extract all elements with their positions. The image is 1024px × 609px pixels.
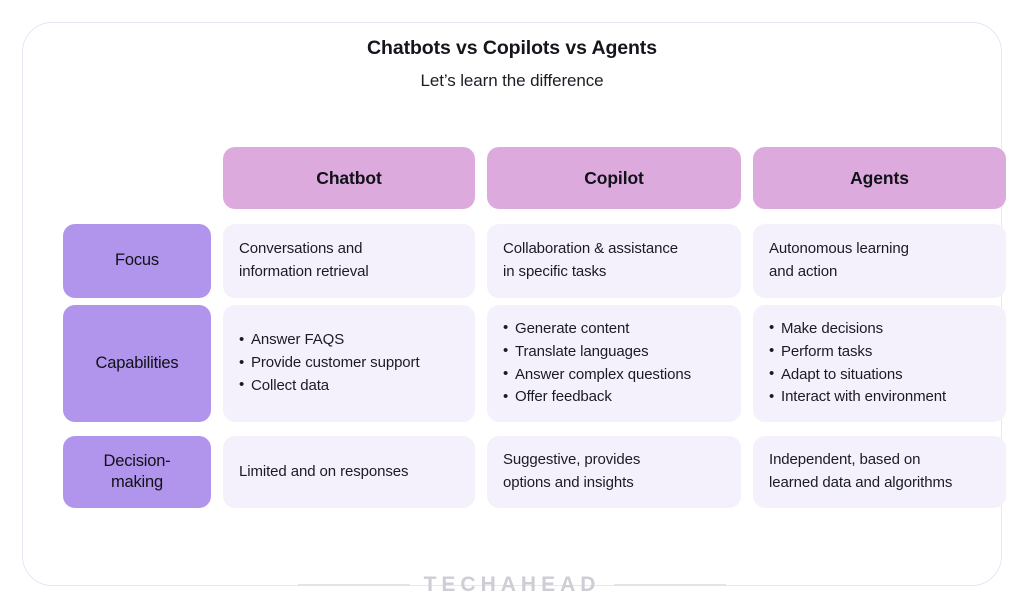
footer-rule-right <box>614 584 727 586</box>
cell-focus-chatbot: Conversations and information retrieval <box>223 224 475 298</box>
column-header-agents: Agents <box>753 147 1006 209</box>
cell-focus-copilot: Collaboration & assistance in specific ta… <box>487 224 741 298</box>
cell-text-line: Suggestive, provides <box>503 451 641 469</box>
cell-focus-agents: Autonomous learning and action <box>753 224 1006 298</box>
row-label-focus: Focus <box>63 224 211 298</box>
cell-decision-making-agents: Independent, based on learned data and al… <box>753 436 1006 508</box>
column-header-chatbot: Chatbot <box>223 147 475 209</box>
list-item: Offer feedback <box>503 386 725 409</box>
cell-decision-making-copilot: Suggestive, provides options and insights <box>487 436 741 508</box>
cell-text-line: Limited and on responses <box>239 462 409 480</box>
row-label-text: Focus <box>115 251 159 270</box>
list-item: Interact with environment <box>769 386 990 409</box>
list-item: Answer complex questions <box>503 363 725 387</box>
cell-text-line: in specific tasks <box>503 263 607 280</box>
list-item: Make decisions <box>769 317 990 341</box>
list-item: Collect data <box>239 374 459 398</box>
list-item: Generate content <box>503 317 725 341</box>
page-subtitle: Let’s learn the difference <box>420 71 604 90</box>
capability-list: Make decisionsPerform tasksAdapt to situ… <box>769 317 990 409</box>
row-label-text: Decision-making <box>103 451 171 491</box>
cell-text-line: Conversations and <box>239 240 363 258</box>
cell-text-line: information retrieval <box>239 263 369 280</box>
list-item: Translate languages <box>503 340 725 364</box>
row-label-decision-making: Decision-making <box>63 436 211 508</box>
row-label-text: Capabilities <box>95 353 179 372</box>
cell-capabilities-agents: Make decisionsPerform tasksAdapt to situ… <box>753 305 1006 422</box>
cell-capabilities-chatbot: Answer FAQSProvide customer supportColle… <box>223 305 475 422</box>
cell-text-line: Collaboration & assistance <box>503 240 678 258</box>
column-header-label: Copilot <box>584 167 644 188</box>
row-label-capabilities: Capabilities <box>63 305 211 422</box>
cell-text-line: and action <box>769 263 838 280</box>
footer: TECHAHEAD <box>0 573 1024 597</box>
cell-decision-making-chatbot: Limited and on responses <box>223 436 475 508</box>
cell-text-line: options and insights <box>503 474 634 491</box>
cell-text-line: Autonomous learning <box>769 240 909 258</box>
list-item: Answer FAQS <box>239 329 459 352</box>
page-title: Chatbots vs Copilots vs Agents <box>367 37 657 59</box>
cell-text-line: learned data and algorithms <box>769 474 953 491</box>
infographic-card: Chatbots vs Copilots vs Agents Let’s lea… <box>22 22 1006 586</box>
footer-rule-left <box>297 584 410 586</box>
column-header-label: Chatbot <box>316 167 382 188</box>
capability-list: Generate contentTranslate languagesAnswe… <box>503 317 725 409</box>
column-header-label: Agents <box>850 167 909 188</box>
cell-text-line: Independent, based on <box>769 451 921 469</box>
list-item: Adapt to situations <box>769 363 990 387</box>
techahead-wordmark: TECHAHEAD <box>423 573 601 596</box>
list-item: Perform tasks <box>769 340 990 364</box>
cell-capabilities-copilot: Generate contentTranslate languagesAnswe… <box>487 305 741 422</box>
list-item: Provide customer support <box>239 352 459 375</box>
column-header-copilot: Copilot <box>487 147 741 209</box>
capability-list: Answer FAQSProvide customer supportColle… <box>239 329 459 397</box>
